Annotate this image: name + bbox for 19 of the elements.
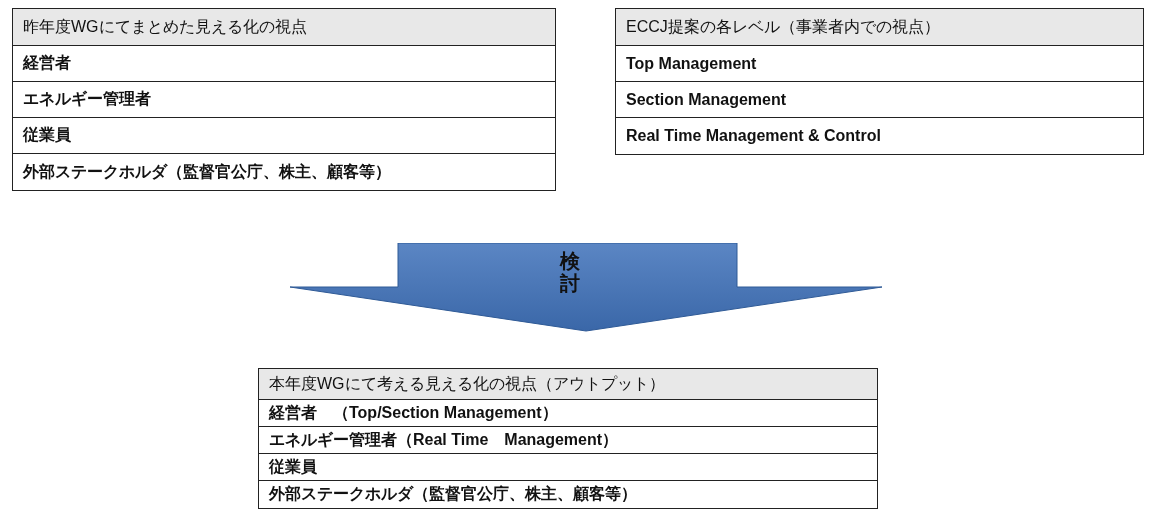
table-row: Top Management xyxy=(616,46,1143,82)
table-row: 従業員 xyxy=(259,454,877,481)
arrow-label: 検討 xyxy=(558,250,581,294)
table-panel xyxy=(12,8,556,191)
table-heading: 本年度WGにて考える見える化の視点（アウトプット） xyxy=(269,373,665,394)
table-row: 従業員 xyxy=(13,118,555,154)
table-row: 経営者 （Top/Section Management） xyxy=(259,400,877,427)
table-panel xyxy=(615,8,1144,155)
table-row: エネルギー管理者（Real Time Management） xyxy=(259,427,877,454)
table-row: Section Management xyxy=(616,82,1143,118)
table-row: Real Time Management & Control xyxy=(616,118,1143,154)
table-heading: 昨年度WGにてまとめた見える化の視点 xyxy=(23,16,307,37)
table-row: 経営者 xyxy=(13,46,555,82)
table-panel xyxy=(258,368,878,509)
down-arrow-shape xyxy=(290,243,882,333)
table-heading: ECCJ提案の各レベル（事業者内での視点） xyxy=(626,16,940,37)
table-row: 外部ステークホルダ（監督官公庁、株主、顧客等） xyxy=(13,154,555,190)
table-row: 外部ステークホルダ（監督官公庁、株主、顧客等） xyxy=(259,481,877,508)
table-row: エネルギー管理者 xyxy=(13,82,555,118)
